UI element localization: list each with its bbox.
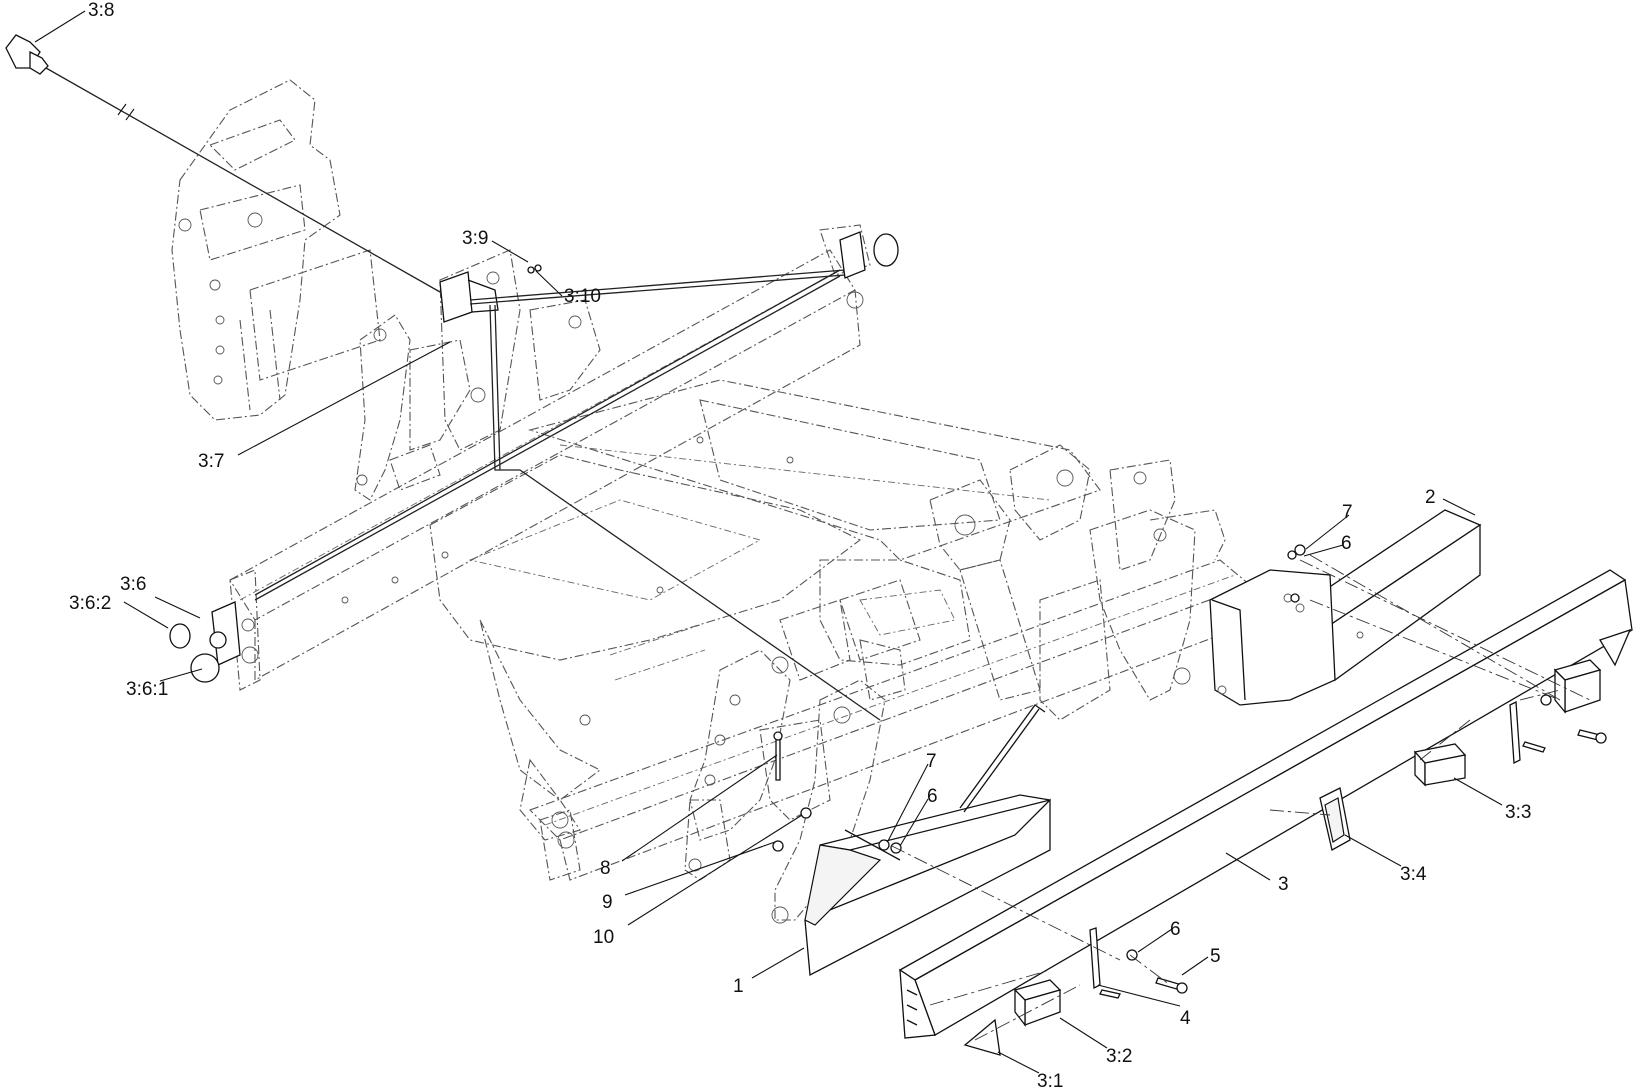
callout-3-8: 3:8 xyxy=(88,0,114,21)
callout-6-top: 6 xyxy=(1341,533,1352,554)
callout-3-6-2: 3:6:2 xyxy=(69,593,111,614)
callout-3-3: 3:3 xyxy=(1505,802,1531,823)
callout-3-7: 3:7 xyxy=(198,451,224,472)
callout-7-mid: 7 xyxy=(926,751,937,772)
callout-labels: 3:8 3:9 3:10 3:7 3:6 3:6:2 3:6:1 2 7 6 7… xyxy=(69,0,1531,1090)
part-2-housing xyxy=(1209,509,1482,706)
callout-6-mid: 6 xyxy=(927,786,938,807)
callout-1: 1 xyxy=(733,976,744,997)
callout-3: 3 xyxy=(1278,874,1289,895)
callout-3-9: 3:9 xyxy=(462,228,488,249)
cable-assembly xyxy=(5,34,899,721)
callout-2: 2 xyxy=(1425,487,1436,508)
callout-9: 9 xyxy=(602,892,613,913)
callout-4: 4 xyxy=(1180,1008,1191,1029)
callout-7-top: 7 xyxy=(1342,502,1353,523)
callout-3-10: 3:10 xyxy=(564,286,601,307)
callout-3-1: 3:1 xyxy=(1037,1071,1063,1090)
callout-3-4: 3:4 xyxy=(1400,864,1427,885)
leader-lines xyxy=(34,10,1503,1074)
assembly-centerlines xyxy=(891,554,1591,1041)
callout-10: 10 xyxy=(593,927,614,948)
part-1-bracket xyxy=(804,794,1051,977)
part-3-bumper xyxy=(898,569,1633,1039)
callout-8: 8 xyxy=(600,858,611,879)
callout-3-6: 3:6 xyxy=(120,574,146,595)
callout-6-low: 6 xyxy=(1170,919,1181,940)
callout-3-6-1: 3:6:1 xyxy=(126,679,168,700)
callout-5: 5 xyxy=(1210,946,1221,967)
small-parts xyxy=(527,264,1632,1056)
callout-3-2: 3:2 xyxy=(1106,1046,1132,1067)
